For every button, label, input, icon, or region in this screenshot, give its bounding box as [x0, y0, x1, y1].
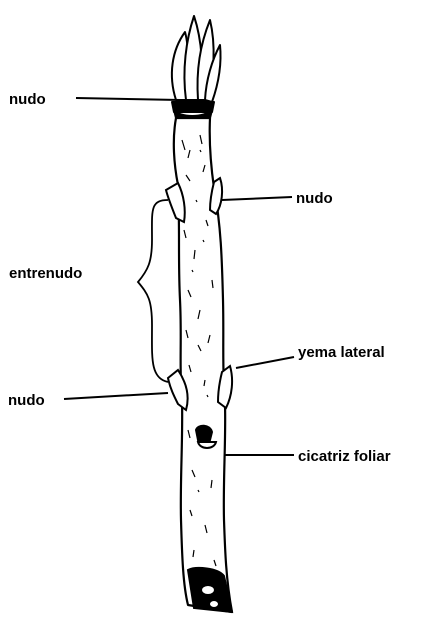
internode-bracket — [138, 200, 168, 382]
label-internode: entrenudo — [9, 265, 82, 282]
label-node-top: nudo — [9, 91, 46, 108]
label-node-right: nudo — [296, 190, 333, 207]
label-leaf-scar: cicatriz foliar — [298, 448, 391, 465]
label-node-left: nudo — [8, 392, 45, 409]
label-lateral-bud: yema lateral — [298, 344, 385, 361]
leader-node-left — [64, 393, 168, 399]
leader-node-top — [76, 98, 180, 100]
leader-lateral-bud — [236, 357, 294, 368]
terminal-bud — [172, 16, 221, 118]
leader-node-right — [222, 197, 292, 200]
